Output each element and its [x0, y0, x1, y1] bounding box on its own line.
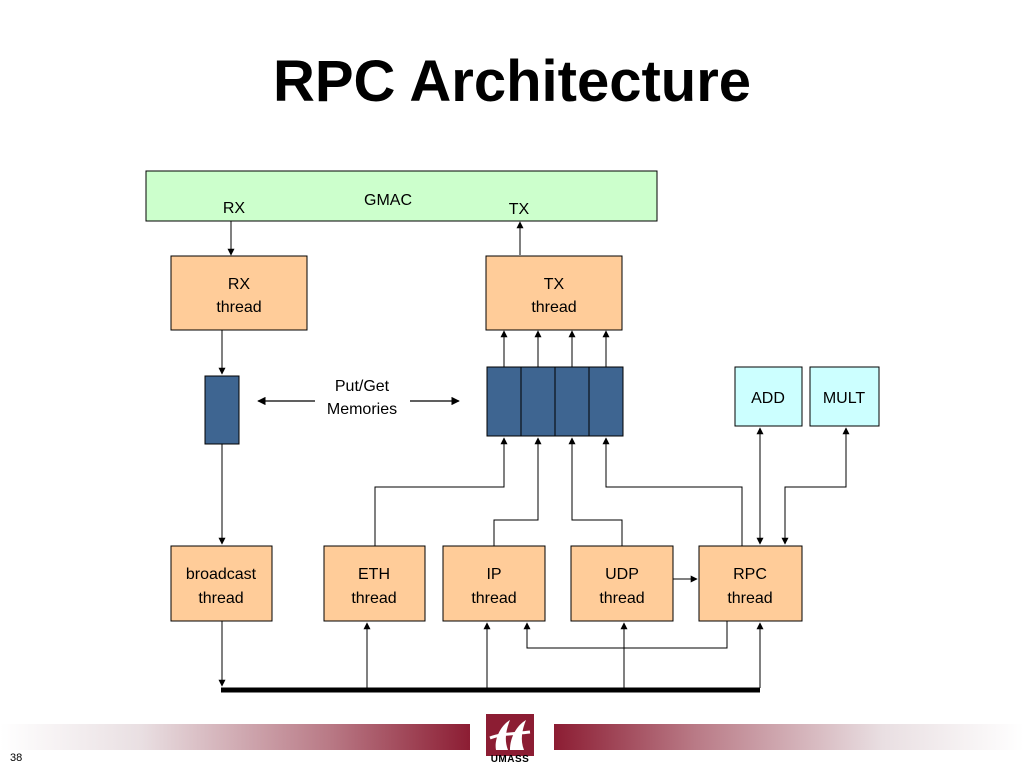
- tx-memory-block-1: [486, 366, 522, 437]
- rpc-to-mem4-connector: [602, 437, 743, 546]
- add-box: [734, 366, 803, 427]
- ip-thread-label-line1: IP: [486, 566, 501, 583]
- mult-label: MULT: [823, 390, 866, 407]
- page-number: 38: [10, 752, 23, 764]
- tx-memory-block-2: [520, 366, 556, 437]
- mult-rpc-bidirectional-arrow: [781, 427, 850, 545]
- footer-bar-right: [554, 724, 1024, 750]
- memories-label-line2: Memories: [327, 401, 397, 418]
- gmac-box: [145, 170, 658, 222]
- memories-label-line1: Put/Get: [335, 378, 390, 395]
- tx-thread-box: [485, 255, 623, 331]
- eth-thread-box: [323, 545, 426, 622]
- rpc-thread-label-line1: RPC: [733, 566, 767, 583]
- umass-logo-icon: [486, 714, 534, 756]
- udp-thread-label-line2: thread: [599, 590, 644, 607]
- ip-thread-box: [442, 545, 546, 622]
- broadcast-thread-label-line1: broadcast: [186, 566, 257, 583]
- rx-thread-label-line1: RX: [228, 276, 251, 293]
- tx-thread-label-line1: TX: [544, 276, 565, 293]
- ip-thread-label-line2: thread: [471, 590, 516, 607]
- rx-memory-block: [204, 375, 240, 445]
- gmac-rx-label: RX: [223, 200, 246, 217]
- rpc-to-ip-loop-connector: [523, 621, 728, 649]
- mult-box: [809, 366, 880, 427]
- broadcast-thread-box: [170, 545, 273, 622]
- rpc-thread-label-line2: thread: [727, 590, 772, 607]
- add-label: ADD: [751, 390, 785, 407]
- rx-thread-label-line2: thread: [216, 299, 261, 316]
- tx-memory-block-4: [588, 366, 624, 437]
- eth-to-mem1-connector: [374, 437, 508, 546]
- udp-thread-box: [570, 545, 674, 622]
- footer-bar-left: [0, 724, 470, 750]
- gmac-tx-label: TX: [509, 201, 530, 218]
- udp-to-mem3-connector: [568, 437, 623, 546]
- tx-memory-block-3: [554, 366, 590, 437]
- slide-title: RPC Architecture: [272, 49, 752, 114]
- eth-thread-label-line1: ETH: [358, 566, 390, 583]
- tx-thread-label-line2: thread: [531, 299, 576, 316]
- eth-thread-label-line2: thread: [351, 590, 396, 607]
- rx-thread-box: [170, 255, 308, 331]
- rpc-thread-box: [698, 545, 803, 622]
- udp-thread-label-line1: UDP: [605, 566, 639, 583]
- gmac-label: GMAC: [364, 192, 412, 209]
- ip-to-mem2-connector: [493, 437, 542, 546]
- broadcast-thread-label-line2: thread: [198, 590, 243, 607]
- logo-text: UMASS: [490, 754, 530, 765]
